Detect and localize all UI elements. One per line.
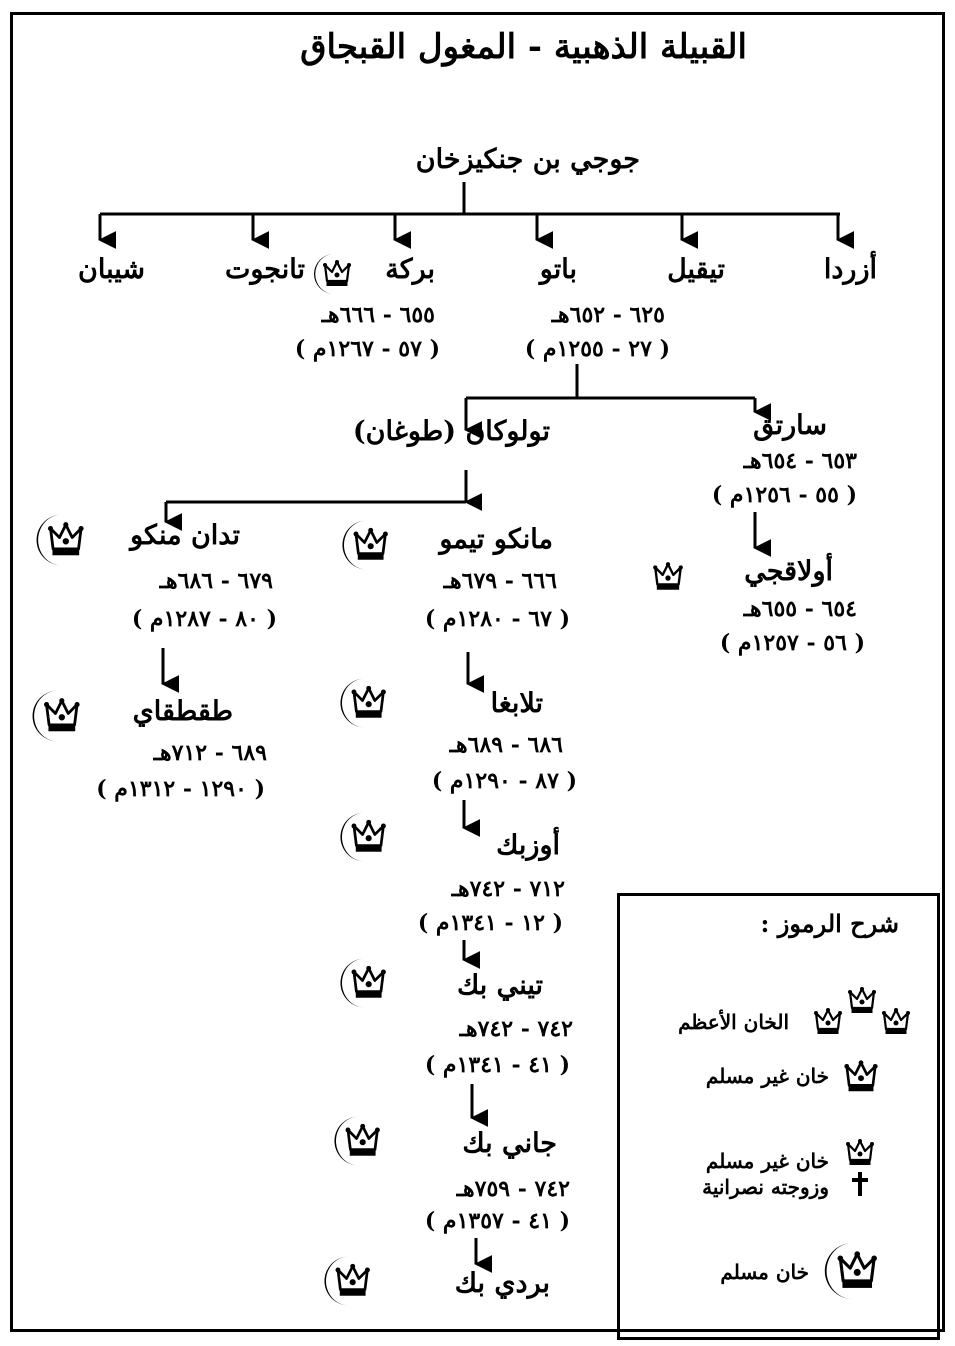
crown-cross-icon [844, 1137, 876, 1196]
son-shiban: شيبان [78, 254, 145, 285]
berke-dates-hijri: ٦٥٥ - ٦٦٦هـ [321, 302, 435, 328]
three-crowns-icon [812, 985, 912, 1036]
crescent-crown-icon [340, 518, 394, 572]
crescent-crown-icon [338, 676, 392, 730]
crescent-crown-icon [34, 512, 90, 568]
tini-beg-name: تيني بك [457, 970, 543, 1001]
son-azarda: أزردا [823, 254, 877, 285]
crescent-crown-icon [312, 252, 356, 296]
tokhta-dates-gregorian: ( ١٢٩٠ - ١٣١٢م ) [96, 776, 265, 802]
uzbek-name: أوزبك [496, 830, 560, 861]
berke-dates-gregorian: ( ٥٧ - ١٢٦٧م ) [294, 336, 440, 362]
tokhta-name: طقطقاي [132, 696, 233, 727]
mengu-timur-dates-gregorian: ( ٦٧ - ١٢٨٠م ) [424, 606, 570, 632]
tuda-mengu-dates-gregorian: ( ٨٠ - ١٢٨٧م ) [131, 606, 277, 632]
uzbek-dates-gregorian: ( ١٢ - ١٣٤١م ) [417, 910, 563, 936]
diagram-title: القبيلة الذهبية - المغول القبجاق [300, 27, 747, 67]
legend-label-muslim-khan: خان مسلم [720, 1260, 809, 1284]
batu-dates-hijri: ٦٢٥ - ٦٥٢هـ [551, 302, 665, 328]
crown-icon [843, 1059, 879, 1093]
uzbek-dates-hijri: ٧١٢ - ٧٤٢هـ [451, 876, 565, 902]
legend-label-non-muslim-khan: خان غير مسلم [705, 1064, 829, 1088]
mengu-timur-dates-hijri: ٦٦٦ - ٦٧٩هـ [443, 568, 557, 594]
mengu-timur-name: مانكو تيمو [439, 524, 553, 555]
tuda-mengu-dates-hijri: ٦٧٩ - ٦٨٦هـ [159, 568, 273, 594]
ulaghchi-dates-gregorian: ( ٥٦ - ١٢٥٧م ) [719, 630, 865, 656]
tuda-mengu-name: تدان منكو [130, 520, 240, 551]
son-batu: باتو [539, 254, 577, 285]
tala-bugha-dates-gregorian: ( ٨٧ - ١٢٩٠م ) [431, 768, 577, 794]
crescent-crown-icon [338, 956, 392, 1010]
tokhta-dates-hijri: ٦٨٩ - ٧١٢هـ [153, 740, 267, 766]
berdi-beg-name: بردي بك [454, 1268, 550, 1299]
legend-label-great-khan: الخان الأعظم [678, 1010, 789, 1034]
ulaghchi-dates-hijri: ٦٥٤ - ٦٥٥هـ [743, 596, 857, 622]
jani-beg-dates-gregorian: ( ٤١ - ١٣٥٧م ) [424, 1208, 570, 1234]
tini-beg-dates-hijri: ٧٤٢ - ٧٤٢هـ [459, 1016, 573, 1042]
batu-dates-gregorian: ( ٢٧ - ١٢٥٥م ) [524, 336, 670, 362]
jani-beg-name: جاني بك [462, 1128, 557, 1159]
crescent-crown-icon [322, 1254, 376, 1308]
sartaq-name: سارتق [753, 410, 827, 441]
son-tangut: تانجوت [224, 254, 305, 285]
tala-bugha-dates-hijri: ٦٨٦ - ٦٨٩هـ [449, 732, 563, 758]
tini-beg-dates-gregorian: ( ٤١ - ١٣٤١م ) [424, 1052, 570, 1078]
jani-beg-dates-hijri: ٧٤٢ - ٧٥٩هـ [456, 1176, 570, 1202]
sartaq-dates-hijri: ٦٥٣ - ٦٥٤هـ [743, 448, 857, 474]
legend-box [617, 893, 940, 1340]
crescent-crown-icon [822, 1240, 884, 1302]
crescent-crown-icon [338, 810, 392, 864]
son-tiqil: تيقيل [667, 254, 725, 285]
sartaq-dates-gregorian: ( ٥٥ - ١٢٥٦م ) [711, 482, 857, 508]
crescent-crown-icon [332, 1114, 386, 1168]
tolukan-name: تولوكان (طوغان) [352, 416, 550, 447]
crown-icon [651, 560, 685, 591]
ulaghchi-name: أولاقجي [744, 556, 833, 587]
tala-bugha-name: تلابغا [490, 688, 543, 719]
diagram-frame [10, 12, 945, 1332]
crescent-crown-icon [30, 688, 86, 744]
legend-label-non-muslim-khan-christian-wife: خان غير مسلم وزوجته نصرانية [702, 1149, 829, 1199]
son-berke: بركة [385, 254, 435, 285]
legend-title: شرح الرموز : [760, 909, 899, 938]
root-node: جوجي بن جنكيزخان [415, 144, 640, 175]
